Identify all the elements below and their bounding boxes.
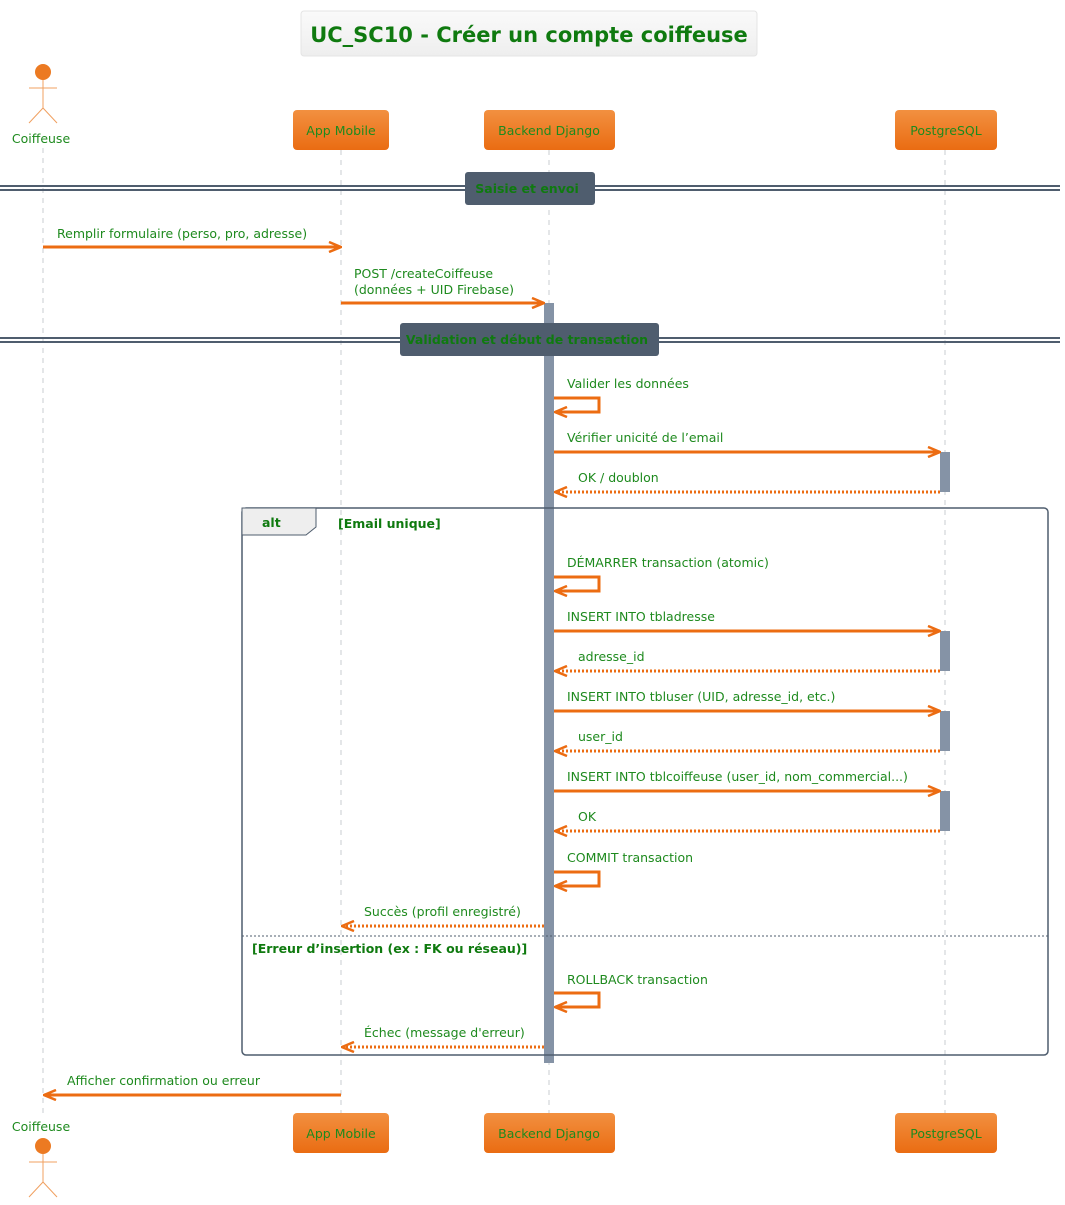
svg-text:[Erreur d’insertion (ex : FK o: [Erreur d’insertion (ex : FK ou réseau)] [252, 941, 527, 956]
message-insert-adresse: INSERT INTO tbladresse [554, 609, 940, 631]
return-user-id: user_id [555, 729, 940, 751]
divider-saisie: Saisie et envoi [0, 172, 1060, 205]
svg-text:INSERT INTO tbladresse: INSERT INTO tbladresse [567, 609, 715, 624]
participant-backend-top: Backend Django [484, 110, 615, 150]
svg-text:Backend Django: Backend Django [498, 1126, 600, 1141]
activation-db [940, 711, 950, 751]
activation-backend [544, 303, 554, 1063]
participant-app-mobile-bottom: App Mobile [293, 1113, 389, 1153]
return-adresse-id: adresse_id [555, 649, 940, 671]
actor-coiffeuse-bottom: Coiffeuse [12, 1119, 71, 1198]
alt-fragment: alt [Email unique] [Erreur d’insertion (… [241, 507, 1049, 1056]
svg-text:Échec (message d'erreur): Échec (message d'erreur) [364, 1025, 525, 1040]
participant-app-mobile-top: App Mobile [293, 110, 389, 150]
divider-validation: Validation et début de transaction [0, 323, 1060, 356]
message-insert-coiffeuse: INSERT INTO tblcoiffeuse (user_id, nom_c… [554, 769, 940, 791]
svg-text:Coiffeuse: Coiffeuse [12, 1119, 71, 1134]
participant-postgresql-bottom: PostgreSQL [895, 1113, 997, 1153]
participant-postgresql-top: PostgreSQL [895, 110, 997, 150]
message-demarrer: DÉMARRER transaction (atomic) [554, 555, 769, 591]
svg-text:Valider les données: Valider les données [567, 376, 689, 391]
svg-text:Validation et début de transac: Validation et début de transaction [406, 332, 648, 347]
message-verifier-email: Vérifier unicité de l’email [554, 430, 940, 452]
actor-coiffeuse-top: Coiffeuse [12, 64, 71, 146]
svg-text:(données + UID Firebase): (données + UID Firebase) [354, 282, 514, 297]
activation-db [940, 791, 950, 831]
svg-text:Backend Django: Backend Django [498, 123, 600, 138]
message-commit: COMMIT transaction [554, 850, 693, 886]
svg-text:Remplir formulaire (perso, pro: Remplir formulaire (perso, pro, adresse) [57, 226, 307, 241]
message-post-create: POST /createCoiffeuse (données + UID Fir… [341, 266, 544, 303]
svg-text:PostgreSQL: PostgreSQL [910, 123, 981, 138]
message-insert-user: INSERT INTO tbluser (UID, adresse_id, et… [554, 689, 940, 711]
svg-text:COMMIT transaction: COMMIT transaction [567, 850, 693, 865]
message-rollback: ROLLBACK transaction [554, 972, 708, 1007]
svg-text:Saisie et envoi: Saisie et envoi [475, 181, 578, 196]
svg-text:Afficher confirmation ou erreu: Afficher confirmation ou erreur [67, 1073, 261, 1088]
svg-text:UC_SC10 - Créer un compte coif: UC_SC10 - Créer un compte coiffeuse [310, 23, 748, 47]
svg-text:OK: OK [578, 809, 597, 824]
activation-db [940, 452, 950, 492]
svg-text:PostgreSQL: PostgreSQL [910, 1126, 981, 1141]
activation-db [940, 631, 950, 671]
svg-text:user_id: user_id [578, 729, 623, 744]
svg-text:adresse_id: adresse_id [578, 649, 645, 664]
svg-text:alt: alt [262, 515, 281, 530]
message-afficher: Afficher confirmation ou erreur [44, 1073, 341, 1095]
svg-text:[Email unique]: [Email unique] [338, 516, 441, 531]
svg-text:OK / doublon: OK / doublon [578, 470, 659, 485]
participant-backend-bottom: Backend Django [484, 1113, 615, 1153]
svg-text:App Mobile: App Mobile [306, 1126, 376, 1141]
svg-text:POST /createCoiffeuse: POST /createCoiffeuse [354, 266, 493, 281]
svg-text:App Mobile: App Mobile [306, 123, 376, 138]
svg-text:Succès (profil enregistré): Succès (profil enregistré) [364, 904, 521, 919]
svg-text:Vérifier unicité de l’email: Vérifier unicité de l’email [567, 430, 723, 445]
svg-text:DÉMARRER transaction (atomic): DÉMARRER transaction (atomic) [567, 555, 769, 570]
message-remplir-formulaire: Remplir formulaire (perso, pro, adresse) [43, 226, 341, 247]
svg-text:ROLLBACK transaction: ROLLBACK transaction [567, 972, 708, 987]
diagram-title: UC_SC10 - Créer un compte coiffeuse [300, 10, 758, 57]
return-ok-doublon: OK / doublon [555, 470, 940, 492]
svg-text:INSERT INTO tblcoiffeuse (user: INSERT INTO tblcoiffeuse (user_id, nom_c… [567, 769, 908, 784]
svg-text:INSERT INTO tbluser (UID, adre: INSERT INTO tbluser (UID, adresse_id, et… [567, 689, 835, 704]
message-valider: Valider les données [554, 376, 689, 412]
return-ok: OK [555, 809, 940, 831]
return-succes: Succès (profil enregistré) [342, 904, 544, 926]
svg-text:Coiffeuse: Coiffeuse [12, 131, 71, 146]
return-echec: Échec (message d'erreur) [342, 1025, 544, 1047]
